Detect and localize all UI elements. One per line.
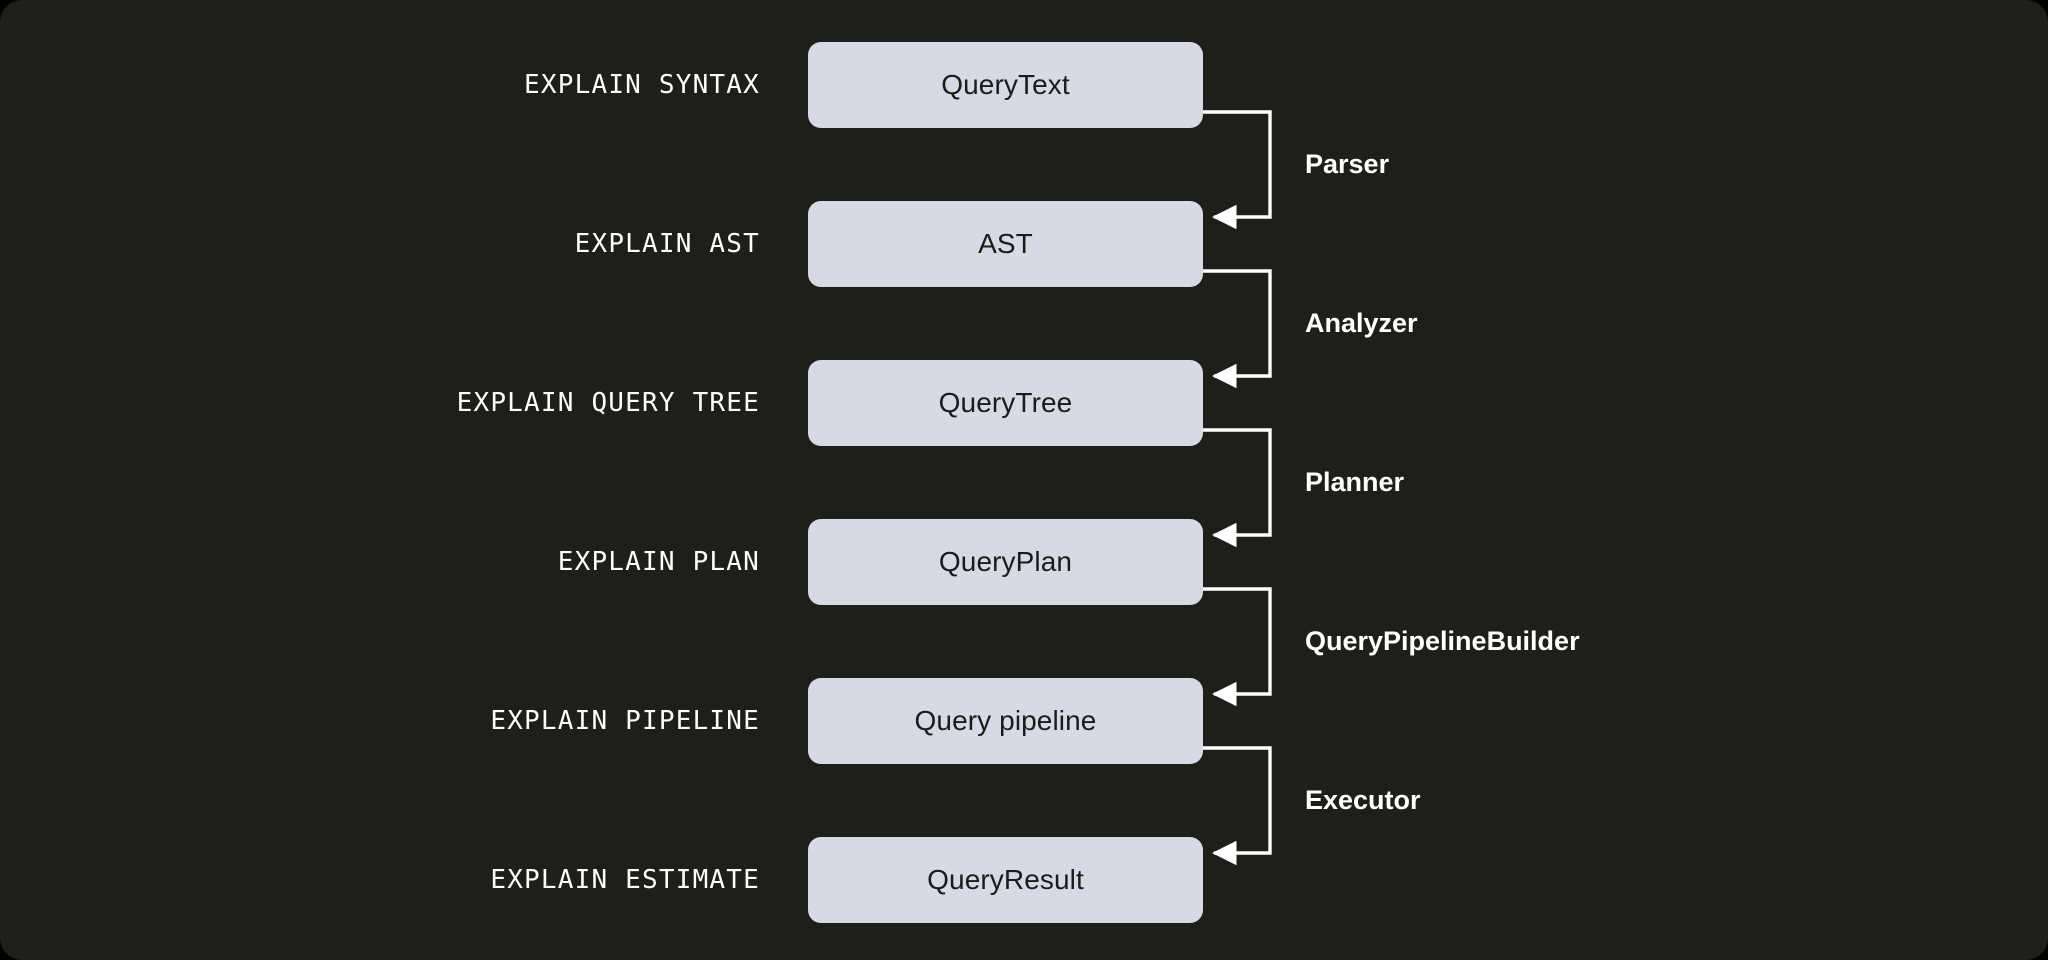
explain-label-col-6: EXPLAIN ESTIMATE bbox=[0, 837, 760, 923]
edge-caption-analyzer: Analyzer bbox=[1305, 307, 1418, 338]
explain-label-col-4: EXPLAIN PLAN bbox=[0, 519, 760, 605]
explain-label-ast: EXPLAIN AST bbox=[574, 229, 760, 259]
pipeline-row-3: EXPLAIN QUERY TREE QueryTree bbox=[0, 360, 2048, 446]
pipeline-row-5: EXPLAIN PIPELINE Query pipeline bbox=[0, 678, 2048, 764]
pipeline-row-4: EXPLAIN PLAN QueryPlan bbox=[0, 519, 2048, 605]
edge-caption-executor: Executor bbox=[1305, 784, 1421, 815]
explain-label-estimate: EXPLAIN ESTIMATE bbox=[490, 865, 760, 895]
explain-label-syntax: EXPLAIN SYNTAX bbox=[524, 70, 760, 100]
node-label-ast: AST bbox=[978, 228, 1033, 259]
pipeline-row-6: EXPLAIN ESTIMATE QueryResult bbox=[0, 837, 2048, 923]
node-label-querytext: QueryText bbox=[941, 69, 1070, 100]
pipeline-row-1: EXPLAIN SYNTAX QueryText bbox=[0, 42, 2048, 128]
ast-box[interactable]: AST bbox=[808, 201, 1203, 287]
node-label-query-pipeline: Query pipeline bbox=[914, 705, 1097, 736]
explain-label-col-5: EXPLAIN PIPELINE bbox=[0, 678, 760, 764]
explain-label-col-3: EXPLAIN QUERY TREE bbox=[0, 360, 760, 446]
explain-label-pipeline: EXPLAIN PIPELINE bbox=[490, 706, 760, 736]
edge-caption-parser: Parser bbox=[1305, 148, 1390, 179]
node-label-queryplan: QueryPlan bbox=[938, 546, 1073, 577]
queryresult-box[interactable]: QueryResult bbox=[808, 837, 1203, 923]
edge-caption-querypipelinebuilder: QueryPipelineBuilder bbox=[1305, 625, 1580, 656]
pipeline-row-2: EXPLAIN AST AST bbox=[0, 201, 2048, 287]
node-label-querytree: QueryTree bbox=[938, 387, 1073, 418]
explain-label-col-2: EXPLAIN AST bbox=[0, 201, 760, 287]
querytree-box[interactable]: QueryTree bbox=[808, 360, 1203, 446]
node-label-queryresult: QueryResult bbox=[927, 864, 1084, 895]
explain-label-col-1: EXPLAIN SYNTAX bbox=[0, 42, 760, 128]
querytext-box[interactable]: QueryText bbox=[808, 42, 1203, 128]
edge-caption-planner: Planner bbox=[1305, 466, 1405, 497]
explain-label-plan: EXPLAIN PLAN bbox=[557, 547, 760, 577]
explain-label-query-tree: EXPLAIN QUERY TREE bbox=[456, 388, 760, 418]
querypipeline-box[interactable]: Query pipeline bbox=[808, 678, 1203, 764]
queryplan-box[interactable]: QueryPlan bbox=[808, 519, 1203, 605]
